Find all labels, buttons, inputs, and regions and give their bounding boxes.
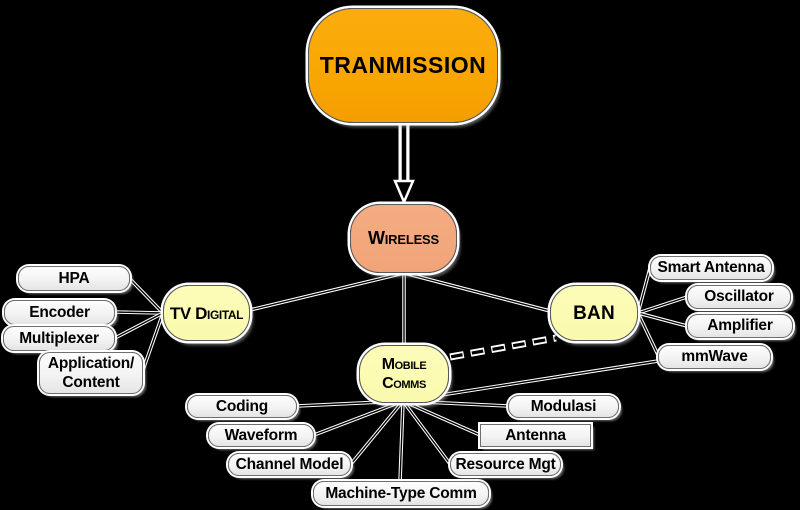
- leaf-waveform-label: Waveform: [224, 426, 298, 444]
- leaf-modulasi: Modulasi: [508, 395, 619, 418]
- edge-ban-mmwave: [636, 312, 660, 356]
- leaf-amplifier-label: Amplifier: [707, 317, 773, 334]
- leaf-smart-antenna-label: Smart Antenna: [657, 259, 765, 276]
- node-ban-label: BAN: [573, 302, 615, 324]
- leaf-hpa: HPA: [18, 266, 130, 291]
- edge-tvdigital-hpa: [128, 277, 165, 315]
- node-ban: BAN: [550, 285, 638, 341]
- leaf-machine-type-comm: Machine-Type Comm: [313, 481, 489, 506]
- edge-tvdigital-encoder: [114, 310, 164, 315]
- leaf-smart-antenna: Smart Antenna: [650, 256, 772, 280]
- leaf-oscillator-label: Oscillator: [704, 288, 774, 305]
- leaf-waveform: Waveform: [208, 424, 314, 447]
- edge-tvdigital-application: [141, 312, 165, 371]
- leaf-resource-mgt-label: Resource Mgt: [455, 455, 556, 473]
- node-wireless-label: Wireless: [367, 228, 439, 248]
- edge-mobilecomms-antenna: [402, 399, 481, 437]
- leaf-channel-model: Channel Model: [228, 453, 351, 476]
- leaf-mmwave: mmWave: [658, 345, 771, 369]
- node-tv-digital: TV Digital: [163, 285, 250, 341]
- node-tranmission-label: TRANMISSION: [319, 52, 487, 78]
- node-mobile-comms: Mobile Comms: [359, 345, 449, 403]
- edge-ban-smart-antenna: [636, 267, 652, 314]
- node-tv-digital-label: TV Digital: [169, 303, 244, 323]
- leaf-coding-label: Coding: [215, 397, 269, 415]
- leaf-antenna: Antenna: [480, 424, 591, 447]
- edge-ban-amplifier: [637, 311, 688, 328]
- edge-mobilecomms-resource-mgt: [401, 399, 452, 466]
- node-tranmission: TRANMISSION: [308, 8, 498, 123]
- edge-mobilecomms-machine-type: [398, 400, 405, 483]
- arrowhead-icon: [393, 179, 415, 206]
- edge-mobilecomms-channel-model: [349, 399, 405, 466]
- edge-mobilecomms-ban-dashed: [449, 334, 557, 361]
- leaf-channel-model-label: Channel Model: [235, 455, 344, 473]
- leaf-resource-mgt: Resource Mgt: [450, 453, 561, 476]
- leaf-antenna-label: Antenna: [505, 426, 566, 444]
- leaf-application-content-line1: Application/: [47, 355, 135, 372]
- leaf-multiplexer-label: Multiplexer: [19, 329, 99, 347]
- node-mobile-comms-label-line2: Comms: [382, 375, 426, 392]
- leaf-modulasi-label: Modulasi: [530, 397, 597, 415]
- leaf-amplifier: Amplifier: [687, 314, 793, 338]
- edge-mobilecomms-waveform: [313, 399, 404, 437]
- root-arrow: [393, 122, 415, 206]
- leaf-encoder-label: Encoder: [29, 303, 90, 321]
- edge-mobilecomms-mmwave: [402, 359, 659, 403]
- leaf-oscillator: Oscillator: [687, 285, 791, 309]
- leaf-encoder: Encoder: [4, 300, 115, 325]
- edge-ban-oscillator: [637, 295, 688, 315]
- leaf-machine-type-comm-label: Machine-Type Comm: [325, 484, 477, 502]
- leaf-application-content: Application/ Content: [39, 352, 143, 394]
- leaf-coding: Coding: [187, 395, 297, 418]
- node-wireless: Wireless: [350, 204, 457, 273]
- node-mobile-comms-label-line1: Mobile: [381, 356, 427, 373]
- edge-wireless-tvdigital: [249, 271, 405, 312]
- leaf-application-content-line2: Content: [62, 374, 120, 391]
- leaf-hpa-label: HPA: [58, 269, 90, 287]
- edge-tvdigital-multiplexer: [114, 311, 164, 340]
- edge-wireless-ban: [403, 271, 551, 313]
- leaf-mmwave-label: mmWave: [681, 348, 748, 365]
- leaf-multiplexer: Multiplexer: [3, 326, 115, 351]
